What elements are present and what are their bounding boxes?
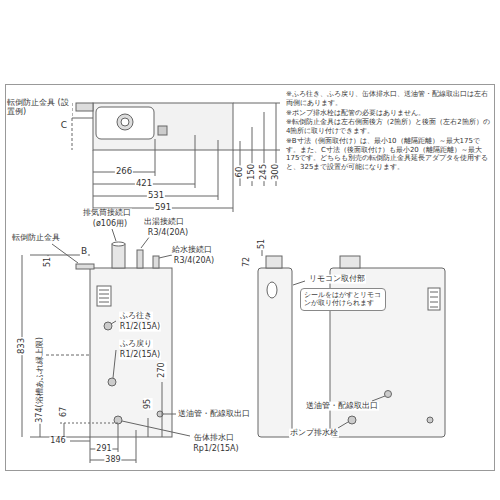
part-label: ふろ往き <box>119 312 153 321</box>
note-text: ※B寸法（側面取付け）は、最小10（離隔距離）～最大175です。また、C寸法（後… <box>285 137 491 172</box>
part-label: R1/2(15A) <box>119 351 161 360</box>
dimension-label: 266 <box>115 167 133 176</box>
callout-text: シールをはがすとリモコンが取り付けられます <box>304 291 382 308</box>
dimension-label: 67 <box>60 406 69 418</box>
dimension-label: 591 <box>154 203 172 212</box>
dimension-label: 60 <box>235 166 244 179</box>
part-label: 給水接続口 <box>171 246 213 255</box>
dimension-label: 531 <box>147 191 165 200</box>
dimension-label: 389 <box>104 456 121 465</box>
part-label: R3/4(20A) <box>173 257 215 266</box>
note-text: ※ポンプ排水栓は配管の必要はありません。 <box>285 109 491 118</box>
part-label: (ø106用) <box>92 220 128 229</box>
dimension-label: 421 <box>135 179 153 188</box>
callout-bubble: シールをはがすとリモコンが取り付けられます <box>300 288 386 311</box>
note-text: ※ふろ往き、ふろ戻り、缶体排水口、送油管・配線取出口は左右両側にあります。 <box>285 90 491 108</box>
dimension-label: 51 <box>258 238 267 250</box>
part-label: 転倒防止金具 <box>11 234 61 243</box>
dimension-label: C <box>60 121 68 131</box>
part-label: 出湯接続口 <box>143 218 185 227</box>
part-label: 転倒防止金具 (設置例) <box>6 99 72 117</box>
part-label: R1/2(15A) <box>119 323 161 332</box>
dimension-label: 270 <box>158 361 167 378</box>
part-label: 374(浴槽あふれ縁上限) <box>36 336 45 424</box>
part-label: ふろ戻り <box>119 340 153 349</box>
part-label: R3/4(20A) <box>147 229 189 238</box>
part-label: Rp1/2(15A) <box>192 445 239 454</box>
dimension-label: 72 <box>243 256 252 268</box>
dimension-label: 833 <box>17 337 26 355</box>
dimension-label: B <box>80 247 88 257</box>
part-label: 送油管・配線取出口 <box>177 410 251 419</box>
dimension-label: 51 <box>44 256 53 268</box>
part-label: ポンプ排水栓 <box>289 429 339 438</box>
dimension-label: 146 <box>49 437 66 446</box>
part-label: 送油管・配線取出口 <box>305 402 379 411</box>
dimension-label: 300 <box>271 163 280 181</box>
dimension-label: 95 <box>144 398 153 410</box>
part-label: 缶体排水口 <box>193 434 235 443</box>
dimension-label: 291 <box>95 445 112 454</box>
notes-column: ※ふろ往き、ふろ戻り、缶体排水口、送油管・配線取出口は左右両側にあります。※ポン… <box>285 90 491 173</box>
dimension-label: 150 <box>247 163 256 181</box>
part-label: 排気筒接続口 <box>82 209 132 218</box>
dimension-label: 245 <box>259 163 268 181</box>
note-text: ※転倒防止金具は左右側面後方（2箇所）と後面（左右2箇所）の4箇所に取り付けでき… <box>285 118 491 136</box>
part-label: リモコン取付部 <box>308 275 366 284</box>
